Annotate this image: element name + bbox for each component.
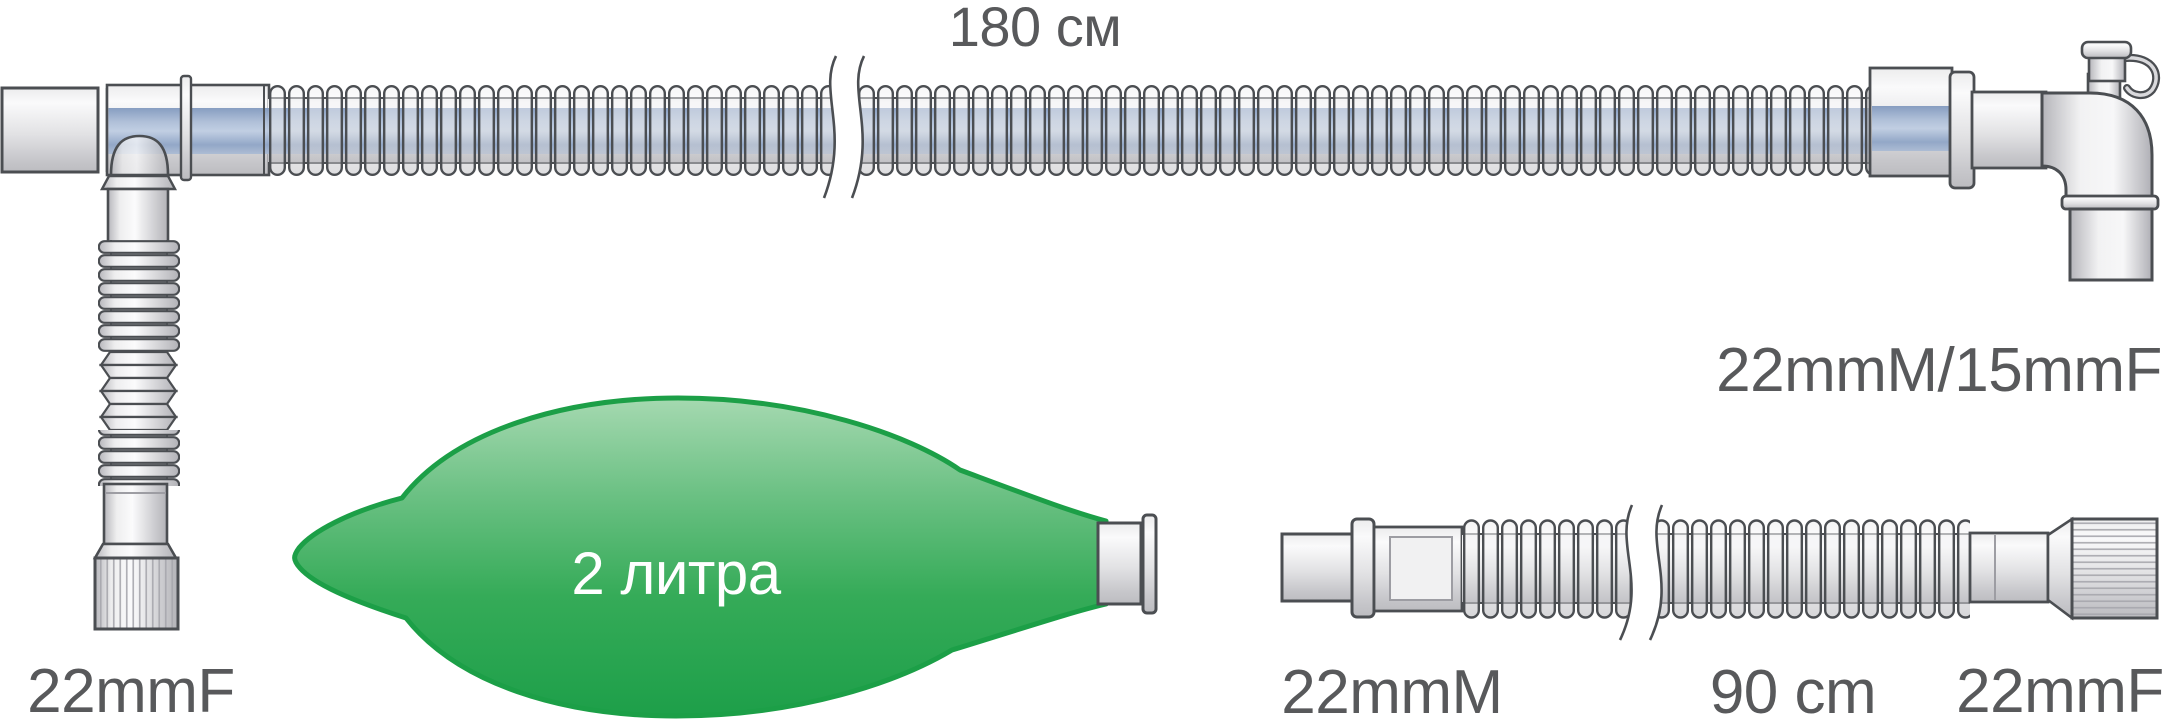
branch-cuff-step xyxy=(92,542,179,560)
branch-accordion-upper xyxy=(98,240,180,352)
breathing-bag xyxy=(292,395,1158,719)
branch-cuff-22f xyxy=(93,556,180,631)
label-elbow-spec: 22mmM/15mmF xyxy=(1716,336,2162,405)
t-piece-connector xyxy=(0,74,271,182)
label-hose-left-port: 22mmM xyxy=(1281,658,1502,724)
elbow-body xyxy=(2040,91,2154,201)
bag-connector-flange xyxy=(1141,513,1158,615)
elbow-inlet xyxy=(1970,90,2048,170)
expiratory-hose xyxy=(1280,504,2159,641)
branch-skirt xyxy=(99,174,178,191)
hose-corrugated-tube xyxy=(1462,519,1970,619)
hose-right-tube xyxy=(1968,531,2050,604)
inner-blue-tube-right xyxy=(1872,106,1950,151)
branch-limb xyxy=(92,174,180,631)
label-hose-right-port: 22mmF xyxy=(1956,657,2163,724)
label-tube-length: 180 см xyxy=(949,0,1122,58)
hose-break-mark xyxy=(1618,504,1664,641)
elbow-flange xyxy=(1948,70,1976,190)
branch-accordion-lower xyxy=(98,430,180,486)
patient-port-flange xyxy=(2060,194,2160,211)
main-corrugated-tube xyxy=(268,85,1870,176)
main-limb xyxy=(0,40,2160,282)
branch-dome xyxy=(109,134,170,177)
label-bag-volume: 2 литра xyxy=(571,540,781,607)
label-branch-port: 22mmF xyxy=(27,657,235,724)
t-piece-left-port xyxy=(0,86,100,174)
hose-cuff-step xyxy=(2046,516,2074,621)
hose-cuff-22f xyxy=(2070,517,2159,620)
patient-port xyxy=(2068,207,2154,282)
bag-connector-sleeve xyxy=(1096,521,1143,606)
luer-port-cap xyxy=(2080,40,2160,100)
t-piece-flange xyxy=(179,74,193,182)
hose-left-flange xyxy=(1350,517,1376,619)
elbow-connector xyxy=(1868,40,2160,282)
label-hose-length: 90 cm xyxy=(1710,658,1876,724)
hose-22m-connector xyxy=(1280,532,1358,603)
bag-body xyxy=(292,395,1109,719)
tube-break-mark xyxy=(822,55,866,199)
branch-sleeve xyxy=(106,187,170,244)
branch-accordion-stretched xyxy=(98,350,179,432)
